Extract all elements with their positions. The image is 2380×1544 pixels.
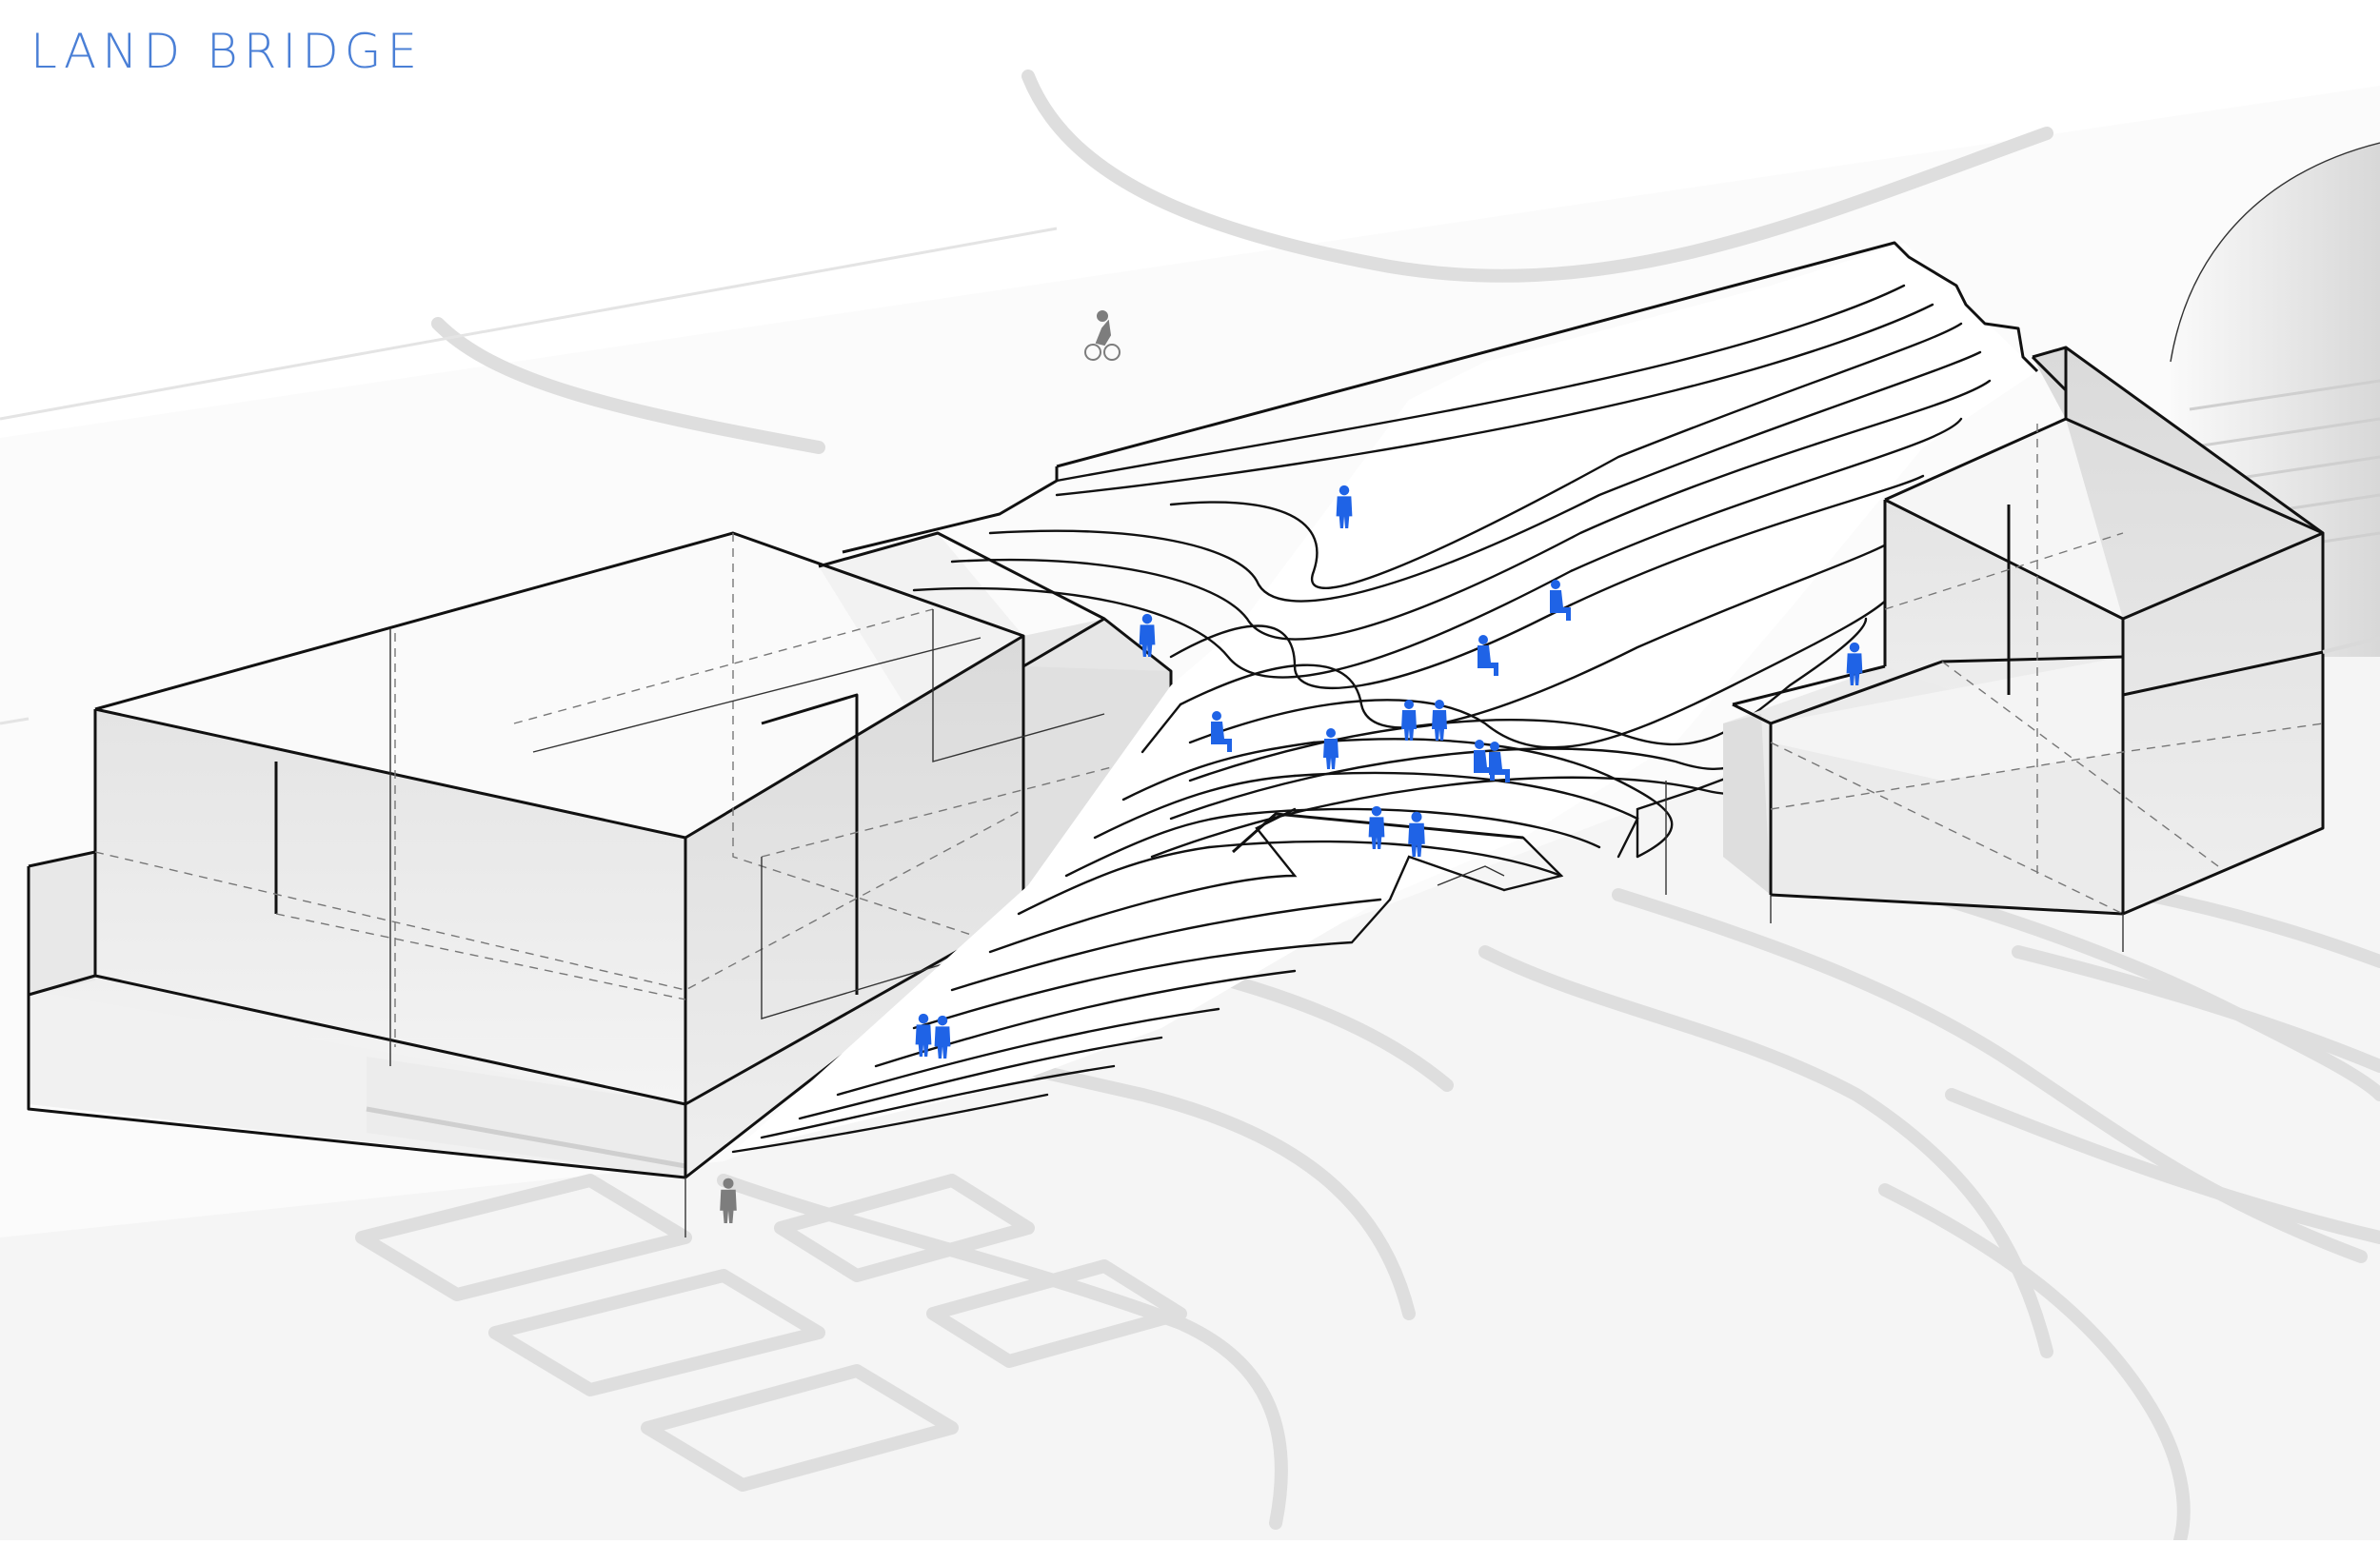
seated-person-figure <box>1211 711 1232 752</box>
cyclist-rider <box>1095 319 1112 346</box>
standing-person-figure <box>934 1015 951 1059</box>
standing-person-figure <box>1336 485 1353 528</box>
standing-person-figure <box>1408 811 1425 857</box>
amphitheatre-seating <box>731 241 2039 1154</box>
right-building-complex <box>1665 346 2325 952</box>
seated-person-figure <box>1489 742 1510 782</box>
standing-person-figure <box>1432 700 1447 741</box>
cyclist-figure <box>1084 310 1121 361</box>
diagram-title: LAND BRIDGE <box>30 24 424 79</box>
bicycle-wheel <box>1103 344 1121 361</box>
standing-person-figure <box>1846 642 1863 685</box>
standing-person-figure <box>1323 728 1339 769</box>
bridge-edges <box>0 227 2380 725</box>
cyclist-head <box>1097 310 1108 322</box>
terrain-contours <box>355 69 2380 1544</box>
standing-person-figure <box>1401 700 1417 741</box>
bicycle-wheel <box>1084 344 1101 361</box>
left-building-complex <box>27 531 1173 1237</box>
people <box>720 485 1863 1223</box>
standing-person-figure <box>915 1013 932 1057</box>
standing-person-figure <box>720 1178 737 1223</box>
standing-person-figure <box>1139 613 1156 657</box>
standing-person-figure <box>1368 805 1385 849</box>
seated-person-figure <box>1550 580 1571 621</box>
seated-person-figure <box>1478 635 1498 676</box>
